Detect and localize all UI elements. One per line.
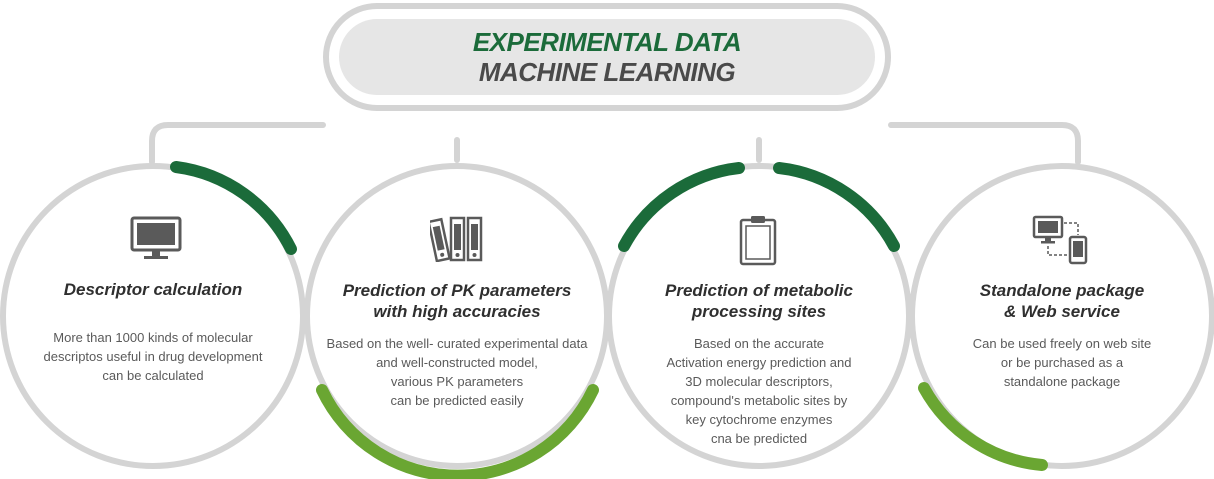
computer-mobile-icon — [1032, 215, 1088, 265]
card-descriptor-calculation: Descriptor calculation More than 1000 ki… — [3, 279, 303, 385]
monitor-icon — [130, 216, 182, 259]
card-description: More than 1000 kinds of molecular descri… — [43, 330, 263, 383]
header-title-line1: EXPERIMENTAL DATA — [472, 27, 742, 57]
card-arc-3-right — [773, 162, 900, 252]
card-description: Based on the well- curated experimental … — [326, 336, 588, 408]
card-title: Descriptor calculation — [63, 280, 243, 299]
header-inner: EXPERIMENTAL DATA MACHINE LEARNING — [339, 19, 875, 95]
connector-right — [888, 122, 1081, 165]
card-ring-4 — [909, 163, 1214, 469]
card-arc-3-left — [618, 162, 745, 252]
card-ring-1 — [0, 163, 306, 469]
card-arc-1 — [170, 161, 297, 255]
card-metabolic-sites: Prediction of metabolic processing sites… — [609, 280, 909, 448]
header-title-line2: MACHINE LEARNING — [478, 57, 736, 87]
card-title: Prediction of PK parameters with high ac… — [342, 281, 572, 321]
clipboard-icon — [739, 216, 777, 266]
card-arc-2 — [316, 384, 599, 479]
card-title: Prediction of metabolic processing sites — [665, 281, 853, 321]
card-description: Can be used freely on web site or be pur… — [972, 336, 1152, 389]
card-arc-4 — [918, 382, 1048, 471]
connector-left — [149, 122, 326, 165]
card-standalone-web: Standalone package & Web service Can be … — [912, 280, 1212, 391]
card-description: Based on the accurate Activation energy … — [666, 336, 852, 446]
card-title: Standalone package & Web service — [979, 281, 1145, 321]
header-pill: EXPERIMENTAL DATA MACHINE LEARNING — [323, 3, 891, 111]
binders-icon — [430, 216, 483, 262]
card-pk-parameters: Prediction of PK parameters with high ac… — [297, 280, 617, 410]
